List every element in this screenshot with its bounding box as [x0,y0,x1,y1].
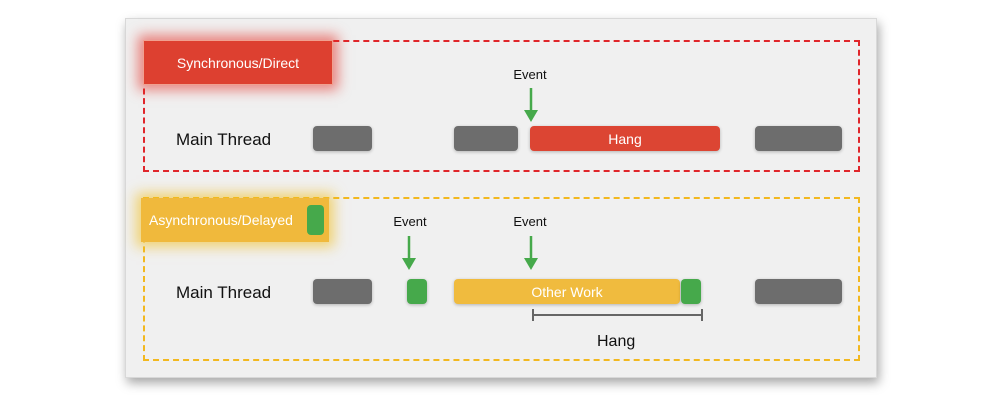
sync-event-arrow-icon [524,88,538,122]
sync-event-label: Event [513,67,547,82]
async-tag-event-block [307,205,324,235]
async-other-work-bar: Other Work [454,279,680,304]
async-event-arrow-icon [524,236,538,270]
sync-work-block [755,126,842,151]
hang-span-bracket [532,309,703,321]
async-main-thread-label: Main Thread [176,283,272,302]
async-event-label: Event [513,214,547,229]
async-event-handler-block [681,279,701,304]
async-tag: Asynchronous/Delayed [141,198,329,242]
sync-work-block [313,126,372,151]
sync-main-thread-label: Main Thread [176,130,272,149]
async-event-label: Event [393,214,427,229]
sync-tag: Synchronous/Direct [143,40,333,85]
async-event-handler-block [407,279,427,304]
async-event-arrow-icon [402,236,416,270]
async-work-block [755,279,842,304]
sync-work-block [454,126,518,151]
sync-hang-bar: Hang [530,126,720,151]
async-work-block [313,279,372,304]
async-hang-label: Hang [597,333,636,350]
sync-section-border [143,40,860,172]
async-section-border [143,197,860,361]
